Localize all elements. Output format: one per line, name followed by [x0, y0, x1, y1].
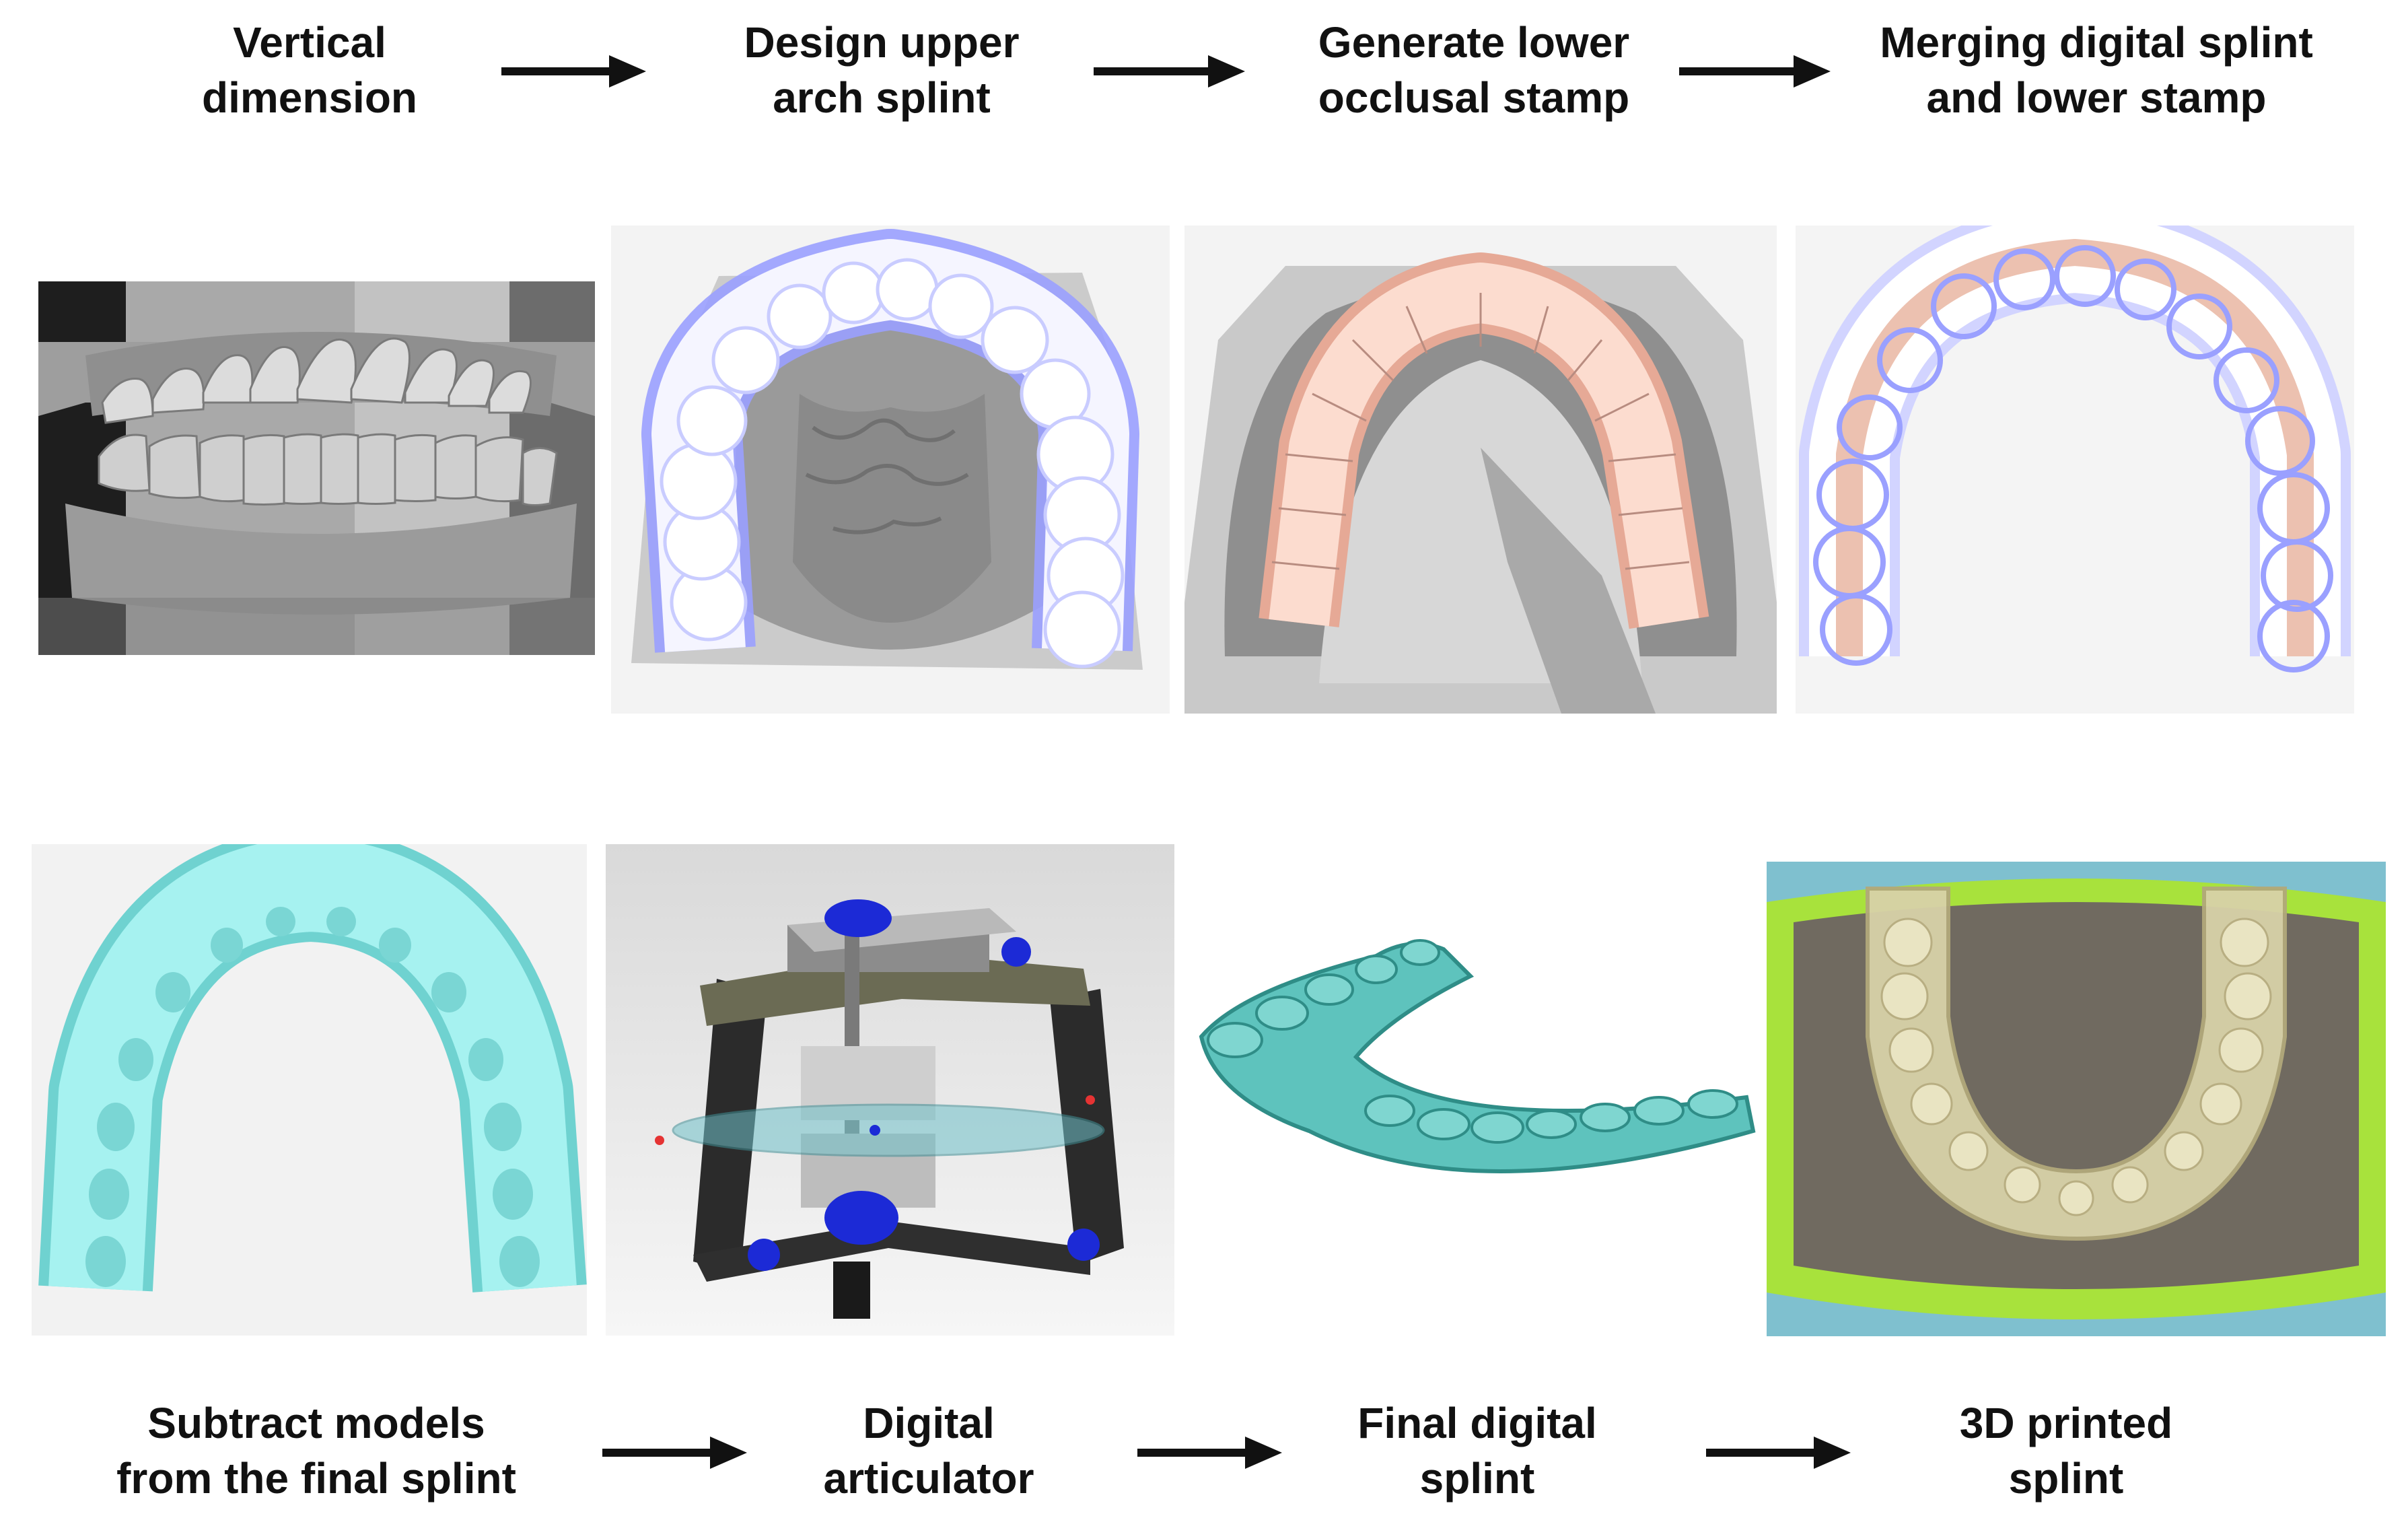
digital-articulator-image	[606, 844, 1174, 1336]
step-label-final-digital-splint: Final digital splint	[1357, 1399, 1597, 1503]
arrow-right-icon	[1137, 1437, 1282, 1469]
step-label-vertical-dimension: Vertical dimension	[201, 18, 418, 122]
upper-arch-splint-image	[611, 226, 1170, 714]
vertical-dimension-image	[38, 281, 595, 655]
arrow-right-icon	[1094, 55, 1245, 88]
arrow-right-icon	[602, 1437, 747, 1469]
arrow-right-icon	[1679, 55, 1831, 88]
printed-splint-photo	[1767, 862, 2386, 1336]
step-label-digital-articulator: Digital articulator	[823, 1399, 1034, 1503]
subtracted-models-splint-image	[32, 844, 587, 1336]
arrow-right-icon	[501, 55, 646, 88]
step-label-subtract-models: Subtract models from the final splint	[116, 1399, 516, 1503]
step-label-design-upper-arch-splint: Design upper arch splint	[744, 18, 1020, 122]
lower-occlusal-stamp-image	[1184, 226, 1777, 714]
merged-splint-stamp-image	[1796, 226, 2354, 714]
step-label-merging-splint-and-stamp: Merging digital splint and lower stamp	[1880, 18, 2313, 122]
arrow-right-icon	[1706, 1437, 1851, 1469]
final-digital-splint-image	[1188, 895, 1763, 1218]
step-label-generate-lower-occlusal-stamp: Generate lower occlusal stamp	[1318, 18, 1630, 122]
step-label-3d-printed-splint: 3D printed splint	[1959, 1399, 2173, 1503]
